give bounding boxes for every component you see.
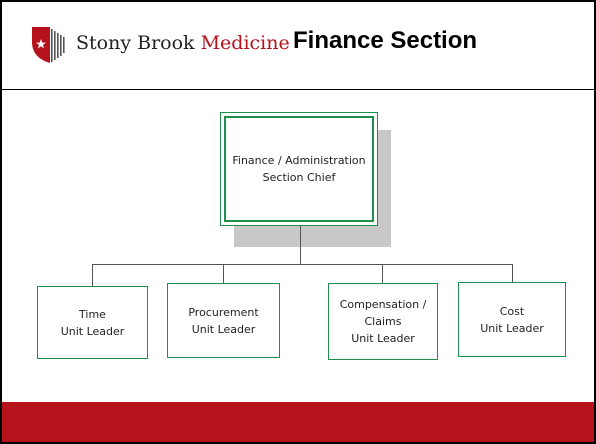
section-chief-inner-frame: Finance / Administration Section Chief bbox=[224, 116, 374, 222]
brand-name-main: Stony Brook bbox=[76, 32, 201, 54]
unit-compensation-line-2: Claims bbox=[364, 315, 402, 328]
unit-label-cost: Cost Unit Leader bbox=[480, 303, 544, 337]
unit-box-compensation-claims: Compensation / Claims Unit Leader bbox=[328, 283, 438, 360]
unit-box-procurement: Procurement Unit Leader bbox=[167, 283, 280, 358]
unit-label-procurement: Procurement Unit Leader bbox=[188, 304, 258, 338]
slide-title: Finance Section bbox=[293, 27, 478, 54]
slide-header: Stony Brook Medicine Finance Section bbox=[2, 2, 594, 90]
brand-name-accent: Medicine bbox=[200, 32, 290, 54]
connector-horizontal bbox=[92, 264, 512, 265]
connector-drop-cost bbox=[512, 264, 513, 286]
section-chief-line-1: Finance / Administration bbox=[232, 154, 366, 167]
unit-cost-line-2: Unit Leader bbox=[480, 321, 544, 335]
connector-drop-compensation bbox=[382, 264, 383, 286]
unit-time-line-1: Time bbox=[79, 307, 106, 321]
unit-compensation-line-3: Unit Leader bbox=[351, 332, 415, 345]
section-chief-label: Finance / Administration Section Chief bbox=[232, 152, 365, 186]
unit-cost-line-1: Cost bbox=[499, 304, 525, 318]
org-chart: Finance / Administration Section Chief T… bbox=[2, 90, 594, 402]
unit-procurement-line-2: Unit Leader bbox=[191, 322, 256, 336]
connector-trunk bbox=[300, 226, 301, 264]
unit-compensation-line-1: Compensation / bbox=[339, 298, 427, 311]
unit-box-time: Time Unit Leader bbox=[37, 286, 148, 359]
unit-label-time: Time Unit Leader bbox=[61, 306, 125, 340]
unit-procurement-line-1: Procurement bbox=[188, 305, 259, 319]
unit-time-line-2: Unit Leader bbox=[60, 324, 125, 338]
brand-name: Stony Brook Medicine bbox=[76, 32, 290, 54]
stony-brook-shield-logo bbox=[32, 27, 65, 63]
unit-label-compensation-claims: Compensation / Claims Unit Leader bbox=[340, 296, 427, 347]
footer-bar bbox=[2, 402, 594, 442]
connector-drop-time bbox=[92, 264, 93, 286]
unit-box-cost: Cost Unit Leader bbox=[458, 282, 566, 357]
section-chief-box: Finance / Administration Section Chief bbox=[220, 112, 378, 226]
section-chief-line-2: Section Chief bbox=[262, 171, 336, 184]
connector-drop-procurement bbox=[223, 264, 224, 286]
header-divider bbox=[2, 89, 594, 90]
